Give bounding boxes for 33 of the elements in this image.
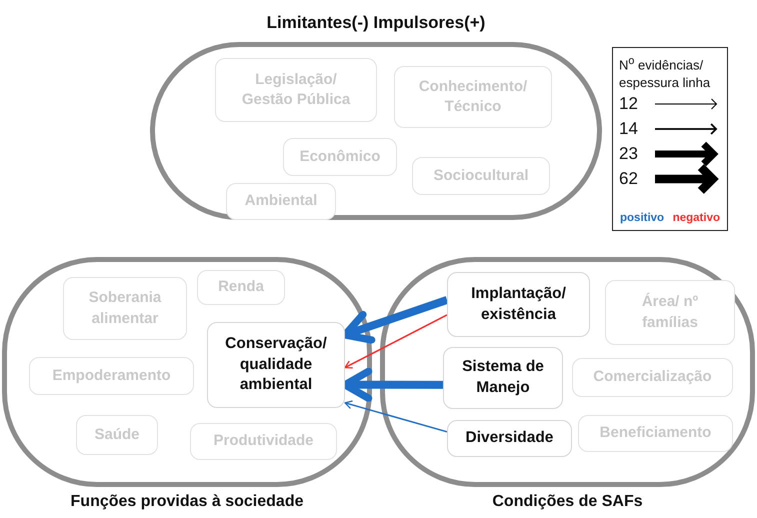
factor-box: [76, 415, 158, 455]
factor-box: [63, 277, 187, 340]
arrow: [344, 314, 448, 369]
factor-box: [443, 347, 563, 409]
legend-value: 23: [619, 144, 639, 164]
factor-box: [447, 272, 590, 337]
group-heading: Funções providas à sociedade: [70, 493, 304, 511]
factor-box: [605, 280, 735, 345]
factor-label: Implantação/ existência: [470, 284, 567, 324]
factor-box: [412, 157, 550, 195]
factor-label: Conservação/ qualidade ambiental: [224, 334, 328, 396]
arrow: [344, 400, 448, 433]
factor-box: [578, 415, 733, 452]
factor-box: [226, 183, 336, 220]
factor-box: [215, 58, 377, 122]
legend-value: 62: [619, 168, 639, 189]
factor-box: [197, 270, 285, 305]
legend-value: 14: [619, 118, 639, 139]
legend-title: N$^{o}$ evidências/ espessura linha: [619, 54, 712, 92]
factor-label: Sistema de Manejo: [461, 357, 545, 398]
factor-box: [572, 358, 733, 397]
factor-box: [207, 322, 345, 408]
factor-label: Diversidade: [466, 428, 554, 448]
factor-box: [394, 66, 552, 128]
factor-box: [283, 138, 397, 176]
factor-box: [190, 423, 337, 460]
legend-value: 12: [619, 94, 639, 114]
group-heading: Condições de SAFs: [491, 493, 644, 511]
group-heading: Limitantes(-) Impulsores(+): [266, 13, 486, 33]
legend-color-text: positivo: [620, 212, 664, 224]
legend-color-text: negativo: [672, 212, 720, 224]
factor-box: [447, 420, 572, 457]
factor-box: [29, 357, 194, 395]
